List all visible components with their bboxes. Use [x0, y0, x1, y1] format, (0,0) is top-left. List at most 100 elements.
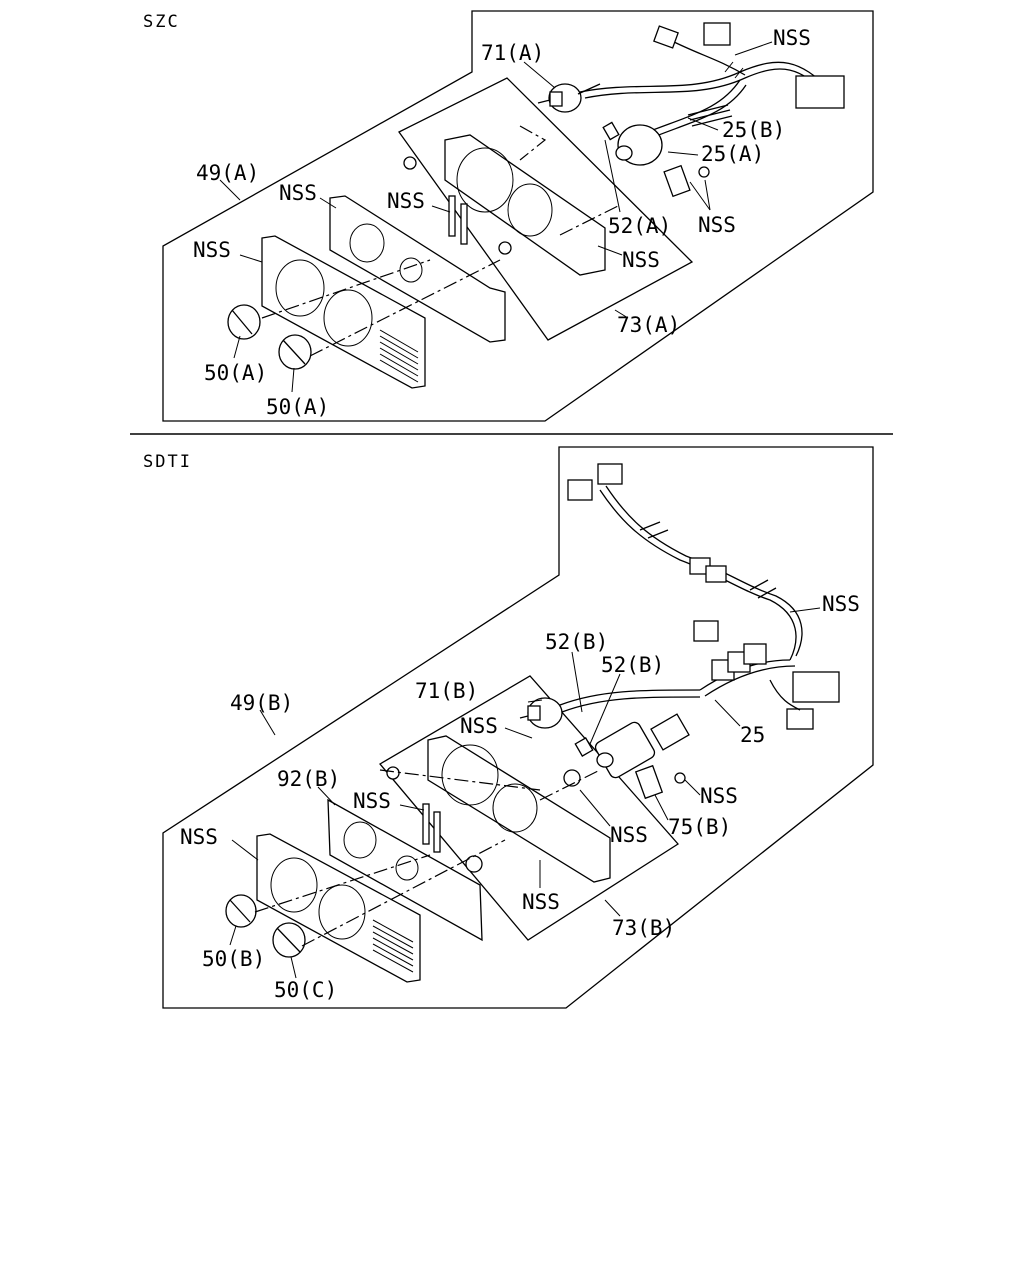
- callout-nss-clip-b: NSS: [353, 789, 391, 813]
- inner-plate-92b: [327, 798, 483, 942]
- vent-grille-b: [372, 919, 414, 973]
- control-bracket-b: [386, 735, 611, 883]
- callout-25b: 25(B): [722, 118, 785, 142]
- knob-50a-2: [278, 334, 312, 370]
- callout-52b-1: 52(B): [545, 630, 608, 654]
- assembly-outline-49b: [162, 446, 874, 1009]
- alignment-line-a3: [519, 125, 547, 161]
- callout-nss-frame-a: NSS: [279, 181, 317, 205]
- callout-nss-harness-a: NSS: [773, 26, 811, 50]
- leader-nss-frame-a: [319, 197, 337, 209]
- leader-50a-1: [233, 335, 241, 359]
- callout-nss-frame-b: NSS: [522, 890, 560, 914]
- section-sdti: SDTI: [143, 446, 874, 1009]
- front-bezel-b: [256, 833, 421, 983]
- callout-75b: 75(B): [668, 815, 731, 839]
- leader-71a: [523, 61, 556, 89]
- section-code-szc: SZC: [143, 12, 180, 32]
- alignment-line-a1: [261, 259, 431, 319]
- actuator-71a: [537, 83, 601, 113]
- knob-50c: [272, 922, 306, 958]
- callout-nss-screw-b: NSS: [700, 784, 738, 808]
- leader-nss-wire-b: [504, 727, 533, 739]
- callout-nss-bracket-b: NSS: [610, 823, 648, 847]
- leader-73b: [604, 899, 621, 917]
- control-bracket-a: [403, 134, 606, 276]
- callout-73a: 73(A): [617, 313, 680, 337]
- alignment-line-b1: [254, 854, 431, 913]
- vent-grille-a: [379, 329, 419, 383]
- leader-nss-bracket-a: [597, 245, 623, 256]
- blower-switch-b: [563, 713, 690, 800]
- leader-50b: [229, 925, 237, 946]
- callout-nss-screw-a: NSS: [698, 213, 736, 237]
- blower-switch-a: [602, 121, 710, 198]
- callout-nss-clip-a: NSS: [387, 189, 425, 213]
- leader-25: [714, 699, 741, 727]
- leader-nss-harness-b: [789, 607, 821, 613]
- leader-25a: [667, 151, 699, 156]
- knob-50a-1: [227, 304, 261, 340]
- clip-pair-b: [422, 803, 441, 853]
- leader-nss-bezel-b: [231, 839, 259, 861]
- alignment-line-b4: [539, 769, 601, 801]
- callout-nss-harness-b: NSS: [822, 592, 860, 616]
- leader-49b: [259, 709, 276, 736]
- callout-92b: 92(B): [277, 767, 340, 791]
- alignment-line-b2: [301, 839, 506, 947]
- leader-25b: [687, 117, 719, 131]
- callout-nss-bezel-a: NSS: [193, 238, 231, 262]
- callout-71b: 71(B): [415, 679, 478, 703]
- alignment-line-b3: [379, 769, 541, 791]
- leader-75b: [654, 794, 669, 821]
- alignment-line-a4: [559, 204, 621, 236]
- callout-50a-2: 50(A): [266, 395, 329, 419]
- section-code-sdti: SDTI: [143, 452, 192, 472]
- leader-52a: [604, 139, 621, 213]
- connector-a2: [795, 75, 845, 109]
- leader-73a: [614, 309, 629, 319]
- clip-pair-a: [448, 195, 468, 245]
- leader-nss-bezel-a: [239, 254, 263, 263]
- leader-nss-clip-b-1: [399, 804, 425, 811]
- connector-b2: [792, 671, 840, 703]
- leader-nss-screw-a-1: [689, 181, 711, 211]
- section-szc: SZC: [143, 10, 874, 422]
- front-bezel-a: [261, 235, 426, 389]
- leader-nss-screw-b: [684, 779, 701, 796]
- leader-92b: [317, 786, 336, 806]
- connector-a1: [703, 22, 731, 46]
- leader-nss-screw-a-2: [704, 179, 711, 211]
- subassembly-outline-73a: [398, 77, 694, 341]
- callout-50c: 50(C): [274, 978, 337, 1002]
- leader-52b-1: [571, 651, 583, 713]
- leader-49a: [219, 179, 241, 201]
- callout-50a-1: 50(A): [204, 361, 267, 385]
- alignment-line-a2: [309, 259, 501, 357]
- subassembly-outline-73b: [379, 675, 679, 941]
- callout-nss-bezel-b: NSS: [180, 825, 218, 849]
- leader-nss-harness-a: [734, 41, 773, 56]
- actuator-71b: [519, 689, 701, 729]
- callout-73b: 73(B): [612, 916, 675, 940]
- leader-52b-2: [589, 673, 621, 745]
- inner-plate-a: [329, 195, 506, 343]
- leader-50a-2: [291, 367, 295, 393]
- callout-49b: 49(B): [230, 691, 293, 715]
- assembly-outline-49a: [162, 10, 874, 422]
- wire-harness-b: [567, 463, 840, 730]
- callout-49a: 49(A): [196, 161, 259, 185]
- leader-71b: [527, 699, 543, 703]
- leader-nss-bracket-b: [579, 789, 611, 827]
- leader-50c: [290, 956, 297, 979]
- wire-harness-a: [579, 22, 845, 141]
- callout-nss-wire-b: NSS: [460, 714, 498, 738]
- leader-nss-clip-a: [431, 205, 451, 213]
- callout-52b-2: 52(B): [601, 653, 664, 677]
- callout-25a: 25(A): [701, 142, 764, 166]
- knob-50b: [225, 894, 257, 928]
- callout-71a: 71(A): [481, 41, 544, 65]
- callout-25: 25: [740, 723, 765, 747]
- callout-52a: 52(A): [608, 214, 671, 238]
